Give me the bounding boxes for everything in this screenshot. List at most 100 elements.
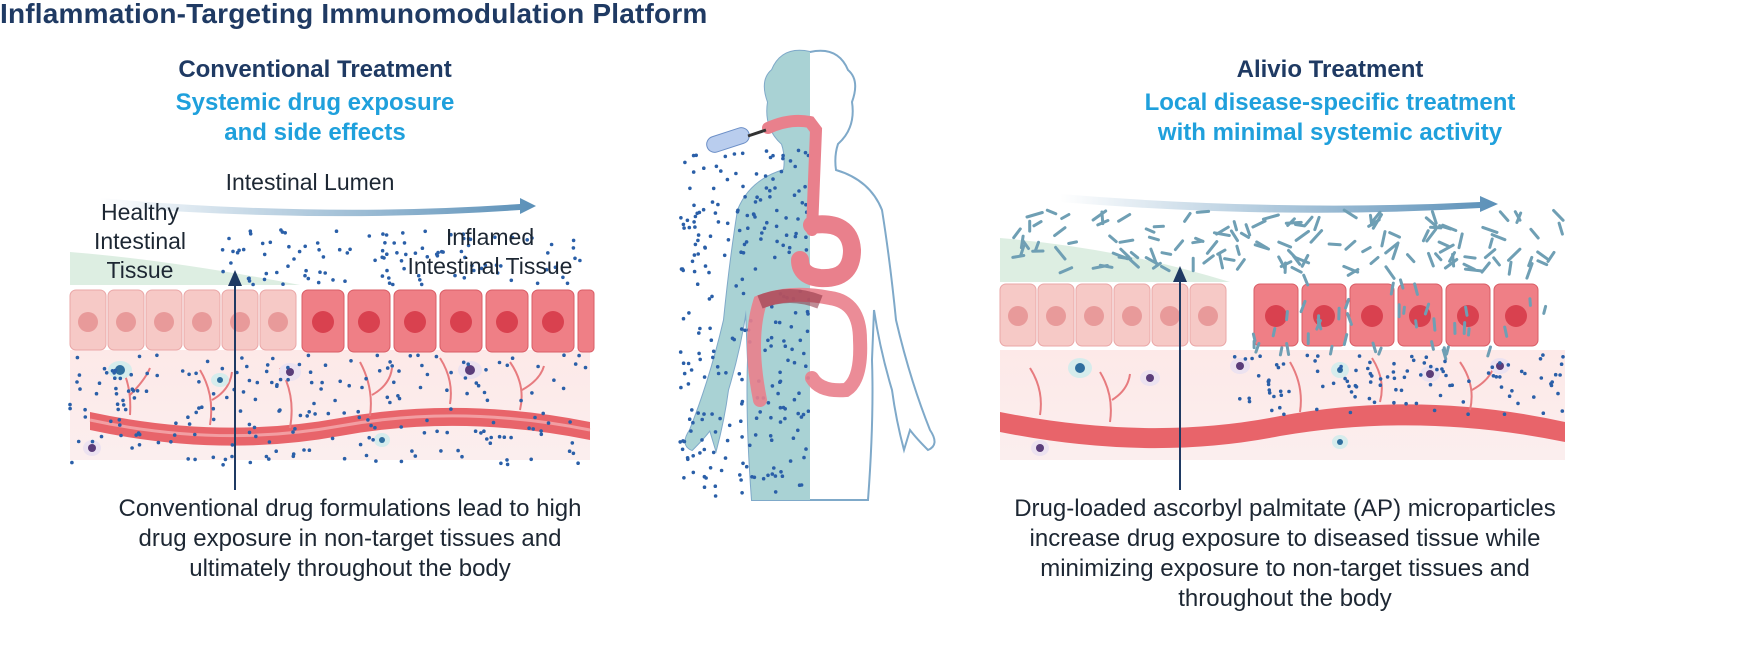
drug-dot xyxy=(123,407,128,412)
microparticle xyxy=(1119,247,1131,259)
microparticle xyxy=(1437,240,1450,248)
drug-dot xyxy=(527,426,531,430)
drug-dot xyxy=(306,276,311,281)
label-line: Intestinal xyxy=(93,228,187,254)
drug-dot xyxy=(711,186,716,191)
inflamed-epithelium xyxy=(1253,283,1539,347)
microparticle xyxy=(1438,243,1455,254)
drug-dot xyxy=(397,396,402,401)
drug-dot xyxy=(274,449,278,454)
microparticle xyxy=(1441,348,1448,361)
drug-dot xyxy=(696,411,700,415)
right-caption: Drug-loaded ascorbyl palmitate (AP) micr… xyxy=(1005,494,1565,614)
drug-dot xyxy=(789,325,794,329)
drug-dot xyxy=(708,466,713,470)
drug-dot xyxy=(722,253,727,258)
drug-dot xyxy=(298,413,303,418)
drug-dot xyxy=(797,391,801,396)
drug-dot xyxy=(137,443,142,447)
drug-dot xyxy=(144,389,149,393)
microparticle xyxy=(1384,265,1396,280)
drug-dot xyxy=(1502,412,1507,416)
drug-dot xyxy=(539,429,543,433)
drug-dot xyxy=(462,236,466,241)
microparticle xyxy=(1445,345,1450,356)
right-subheading-line: Local disease-specific treatment xyxy=(1144,89,1516,116)
drug-dot xyxy=(1331,381,1336,386)
microparticle xyxy=(1346,312,1353,326)
drug-dot xyxy=(416,273,421,278)
caption-line: drug exposure in non-target tissues and xyxy=(138,525,562,552)
drug-dot xyxy=(1404,401,1408,406)
microparticle xyxy=(1546,250,1556,263)
drug-dot xyxy=(725,438,730,443)
microparticle xyxy=(1108,234,1118,244)
drug-dot xyxy=(293,427,297,431)
drug-dot xyxy=(1558,373,1562,377)
drug-dot xyxy=(794,231,798,236)
drug-dot xyxy=(1491,374,1496,378)
drug-dot xyxy=(687,417,692,422)
microparticle xyxy=(1515,211,1523,224)
drug-dot xyxy=(397,369,401,373)
drug-dot xyxy=(754,416,759,421)
drug-dot xyxy=(784,233,789,237)
drug-dot xyxy=(1541,411,1546,415)
drug-dot xyxy=(1419,373,1423,377)
microparticle xyxy=(1229,229,1239,243)
drug-dot xyxy=(778,405,783,410)
microparticle xyxy=(1346,268,1360,277)
drug-dot xyxy=(121,403,126,407)
drug-dot xyxy=(1410,354,1414,359)
microparticle xyxy=(1218,252,1224,270)
drug-dot xyxy=(320,380,324,385)
drug-particles xyxy=(68,228,588,467)
drug-dot xyxy=(691,470,696,475)
left-heading: Conventional Treatment xyxy=(178,56,452,83)
drug-dot xyxy=(693,225,697,229)
drug-dot xyxy=(114,392,119,396)
drug-dot xyxy=(1321,384,1325,389)
drug-dot xyxy=(330,436,335,441)
drug-dot xyxy=(460,454,464,459)
drug-dot xyxy=(456,448,460,453)
drug-dot xyxy=(681,222,686,227)
drug-dot xyxy=(1494,375,1499,379)
microparticle xyxy=(1443,258,1459,270)
drug-dot xyxy=(760,231,764,235)
microparticle xyxy=(1391,243,1400,261)
drug-dot xyxy=(297,249,302,254)
drug-dot xyxy=(388,400,392,405)
drug-dot xyxy=(286,365,290,370)
drug-dot xyxy=(1338,366,1342,371)
drug-dot xyxy=(197,406,201,410)
drug-dot xyxy=(110,369,115,373)
drug-dot xyxy=(413,454,418,458)
drug-dot xyxy=(1278,389,1283,394)
microparticle xyxy=(1525,262,1534,280)
drug-dot xyxy=(1278,405,1282,410)
drug-dot xyxy=(715,365,720,369)
drug-dot xyxy=(1490,365,1495,369)
drug-dot xyxy=(482,429,486,433)
drug-dot xyxy=(385,268,389,273)
microparticle xyxy=(1492,256,1501,267)
drug-dot xyxy=(385,395,390,400)
microparticle xyxy=(1389,281,1395,296)
drug-dot xyxy=(782,339,786,343)
drug-dot xyxy=(262,277,267,282)
drug-dot xyxy=(248,460,253,465)
drug-dot xyxy=(743,328,747,333)
drug-dot xyxy=(771,177,775,181)
microparticle xyxy=(1377,346,1383,356)
microparticle xyxy=(1019,234,1025,250)
drug-dot xyxy=(730,336,735,341)
colon xyxy=(747,287,868,407)
microparticle xyxy=(1212,231,1231,237)
drug-dot xyxy=(388,360,392,364)
drug-dot xyxy=(211,406,216,411)
drug-dot xyxy=(390,364,395,368)
drug-dot xyxy=(155,353,159,358)
microparticle xyxy=(1053,226,1067,238)
caption-line: throughout the body xyxy=(1178,585,1392,612)
